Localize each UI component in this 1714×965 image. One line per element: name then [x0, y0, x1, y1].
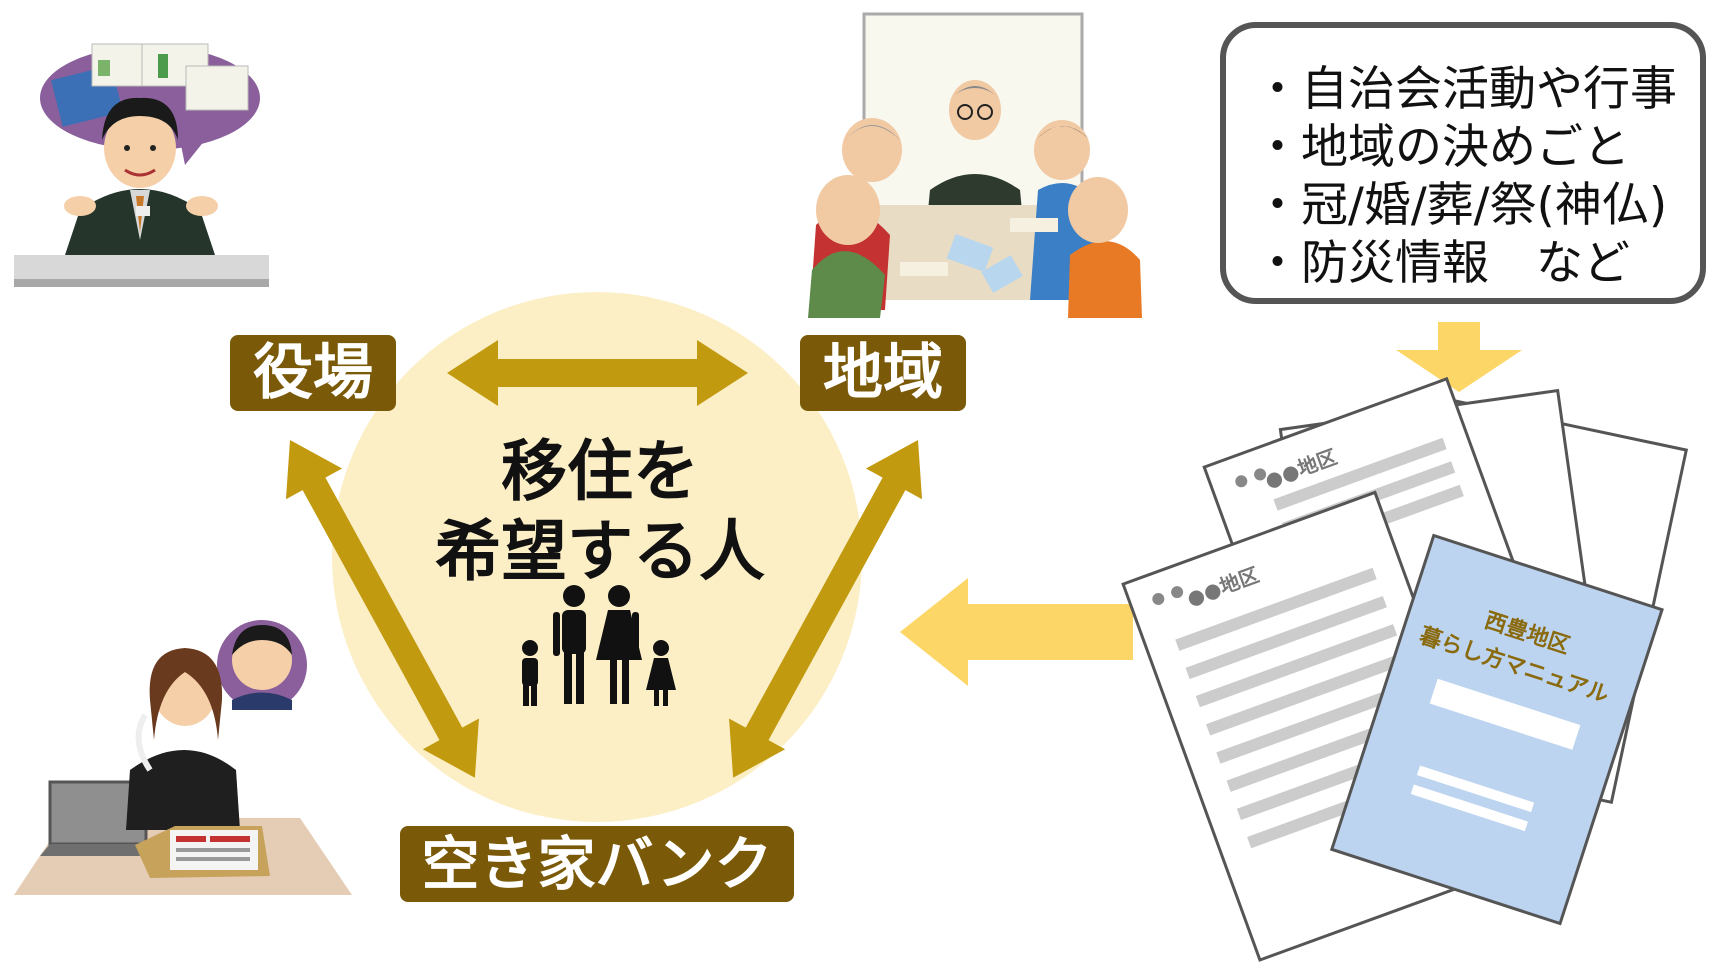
left-arrow [900, 578, 1133, 686]
down-arrow [1396, 322, 1522, 392]
center-title-line2: 希望する人 [435, 513, 765, 590]
notes-box: ・自治会活動や行事 ・地域の決めごと ・冠/婚/葬/祭(神仏) ・防災情報 など [1220, 22, 1706, 304]
center-title-line1: 移住を [501, 433, 699, 510]
vacant-house-bank-label: 空き家バンク [400, 826, 794, 902]
living-manual-cover [1329, 533, 1664, 926]
double-arrow-yakuba-akiya [285, 440, 479, 778]
community-meeting-illustration [808, 12, 1142, 318]
note-item: ・地域の決めごと [1254, 120, 1630, 175]
double-arrow-chiiki-akiya [729, 440, 923, 778]
center-circle [332, 292, 862, 822]
double-arrow-yakuba-chiiki [447, 340, 748, 406]
vacant-house-bank-illustration [14, 620, 352, 895]
town-office-label: 役場 [230, 335, 396, 411]
town-office-illustration [14, 43, 269, 287]
documents-stack [1121, 376, 1689, 962]
note-item: ・自治会活動や行事 [1254, 62, 1677, 117]
family-icon [522, 585, 676, 706]
note-item: ・防災情報 など [1254, 236, 1630, 291]
note-item: ・冠/婚/葬/祭(神仏) [1254, 178, 1668, 233]
community-label: 地域 [800, 335, 966, 411]
